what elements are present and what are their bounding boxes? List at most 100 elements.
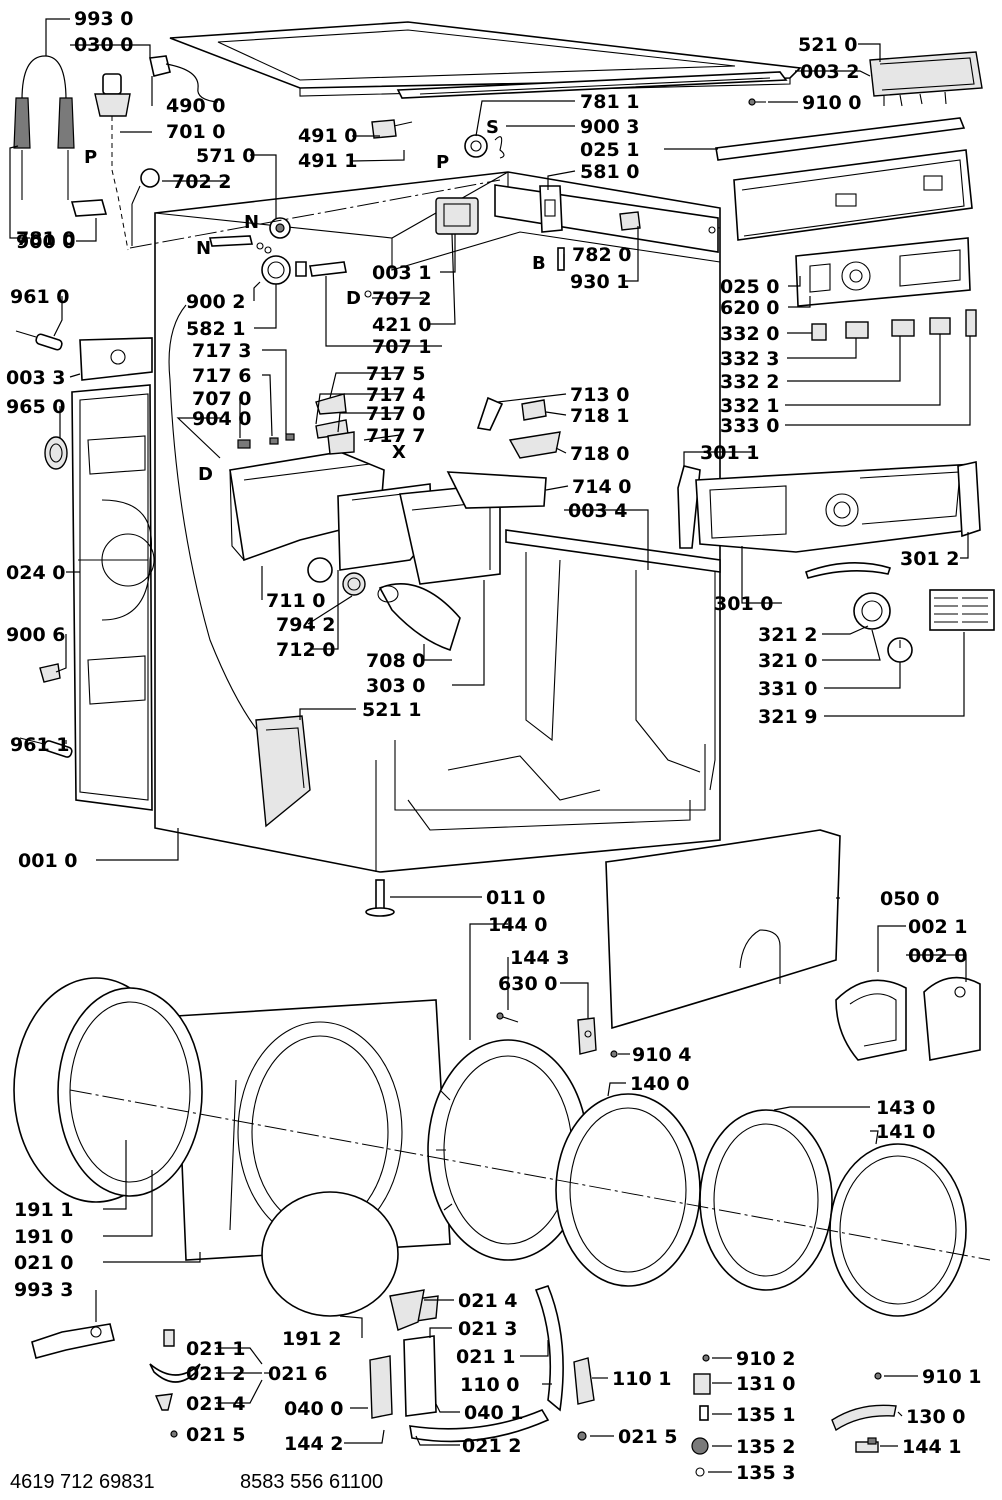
callout-333-0: 333 0: [720, 415, 780, 437]
logo-plate-301-0: [804, 562, 892, 579]
leader-lines: [9, 18, 971, 1473]
callout-620-0: 620 0: [720, 297, 780, 319]
callout-714-0: 714 0: [572, 476, 632, 498]
callout-900-6: 900 6: [6, 624, 66, 646]
callout-421-0: 421 0: [372, 314, 432, 336]
callout-332-1: 332 1: [720, 395, 780, 417]
switch-144-1: [855, 1437, 879, 1453]
callout-303-0: 303 0: [366, 675, 426, 697]
callout-321-9: 321 9: [758, 706, 818, 728]
callout-582-1: 582 1: [186, 318, 246, 340]
callout-144-3: 144 3: [510, 947, 570, 969]
marker-p-left: P: [84, 147, 97, 168]
callout-021-5a: 021 5: [186, 1424, 246, 1446]
marker-n-left: N: [196, 238, 211, 259]
callout-191-2: 191 2: [282, 1328, 342, 1350]
marker-s: S: [486, 117, 499, 138]
lock-parts-131-135: [691, 1354, 711, 1477]
callout-965-0: 965 0: [6, 396, 66, 418]
buttons-332: [811, 309, 977, 341]
tool-993-3: [31, 1323, 115, 1359]
callout-717-5: 717 5: [366, 363, 426, 385]
callout-781-0: 781 0: [16, 228, 76, 250]
rear-panel: [71, 384, 155, 811]
drum-191: [13, 977, 203, 1203]
callout-332-2: 332 2: [720, 371, 780, 393]
callout-707-1: 707 1: [372, 336, 432, 358]
marker-p-right: P: [436, 152, 449, 173]
callout-702-2: 702 2: [172, 171, 232, 193]
callout-143-0: 143 0: [876, 1097, 936, 1119]
door-bottom-021-2: [409, 1408, 550, 1443]
callout-712-0: 712 0: [276, 639, 336, 661]
callout-961-1: 961 1: [10, 734, 70, 756]
callout-904-0: 904 0: [192, 408, 252, 430]
marker-n-top: N: [244, 212, 259, 233]
callout-141-0: 141 0: [876, 1121, 936, 1143]
callout-130-0: 130 0: [906, 1406, 966, 1428]
callout-024-0: 024 0: [6, 562, 66, 584]
pcb-620: [795, 237, 971, 307]
callout-581-0: 581 0: [580, 161, 640, 183]
callout-630-0: 630 0: [498, 973, 558, 995]
hinge-630: [577, 1017, 597, 1055]
callout-labels: 993 0 030 0 490 0 701 0 491 0 491 1 571 …: [6, 8, 982, 1484]
fascia-panel-301: [677, 461, 981, 553]
front-panel-021: [175, 999, 451, 1261]
callout-135-2: 135 2: [736, 1436, 796, 1458]
callout-993-0: 993 0: [74, 8, 134, 30]
callout-040-1: 040 1: [464, 1402, 524, 1424]
callout-021-1a: 021 1: [186, 1338, 246, 1360]
inlet-valve-571: [269, 217, 291, 239]
callout-040-0: 040 0: [284, 1398, 344, 1420]
callout-708-0: 708 0: [366, 650, 426, 672]
callout-144-2: 144 2: [284, 1433, 344, 1455]
cabinet-axis: [129, 179, 501, 249]
callout-131-0: 131 0: [736, 1373, 796, 1395]
trim-021: [149, 1329, 201, 1438]
module-521-1: [255, 715, 311, 828]
spacer-961-0: [15, 330, 63, 351]
clip-930: [619, 211, 641, 231]
callout-781-1a: 781 1: [580, 91, 640, 113]
callout-144-0: 144 0: [488, 914, 548, 936]
seal-794: [342, 572, 366, 596]
callout-717-6: 717 6: [192, 365, 252, 387]
cover-714: [446, 471, 547, 509]
label-sticker-321-9: [929, 589, 995, 631]
base-rail: [505, 529, 721, 573]
bracket-581: [539, 185, 563, 233]
nozzle-713: [476, 396, 504, 431]
marker-d-lower: D: [198, 464, 213, 485]
supply-hose-701: [94, 73, 131, 251]
filter-cover-002: [835, 976, 981, 1061]
flap-718-1: [521, 399, 547, 421]
callout-993-3: 993 3: [14, 1279, 74, 1301]
callout-571-0: 571 0: [196, 145, 256, 167]
callout-002-1: 002 1: [908, 916, 968, 938]
module-521: [869, 51, 983, 107]
callout-021-4b: 021 4: [186, 1393, 246, 1415]
marker-x: X: [392, 442, 406, 463]
callout-135-1: 135 1: [736, 1404, 796, 1426]
marker-d-upper: D: [346, 288, 361, 309]
screw-144-3: [496, 1012, 519, 1023]
valves-717: [237, 393, 355, 455]
callout-110-1: 110 1: [612, 1368, 672, 1390]
callout-011-0: 011 0: [486, 887, 546, 909]
callout-900-0: 900 0: [16, 231, 76, 253]
callout-491-1: 491 1: [298, 150, 358, 172]
control-box-025: [733, 149, 973, 241]
callout-301-0: 301 0: [714, 593, 774, 615]
callout-782-0: 782 0: [572, 244, 632, 266]
callout-718-0: 718 0: [570, 443, 630, 465]
callout-140-0: 140 0: [630, 1073, 690, 1095]
callout-301-1: 301 1: [700, 442, 760, 464]
clip-900-6: [39, 663, 61, 683]
latch-040: [369, 1295, 439, 1419]
callout-900-2: 900 2: [186, 291, 246, 313]
callout-490-0: 490 0: [166, 95, 226, 117]
callout-332-0: 332 0: [720, 323, 780, 345]
callout-707-2: 707 2: [372, 288, 432, 310]
